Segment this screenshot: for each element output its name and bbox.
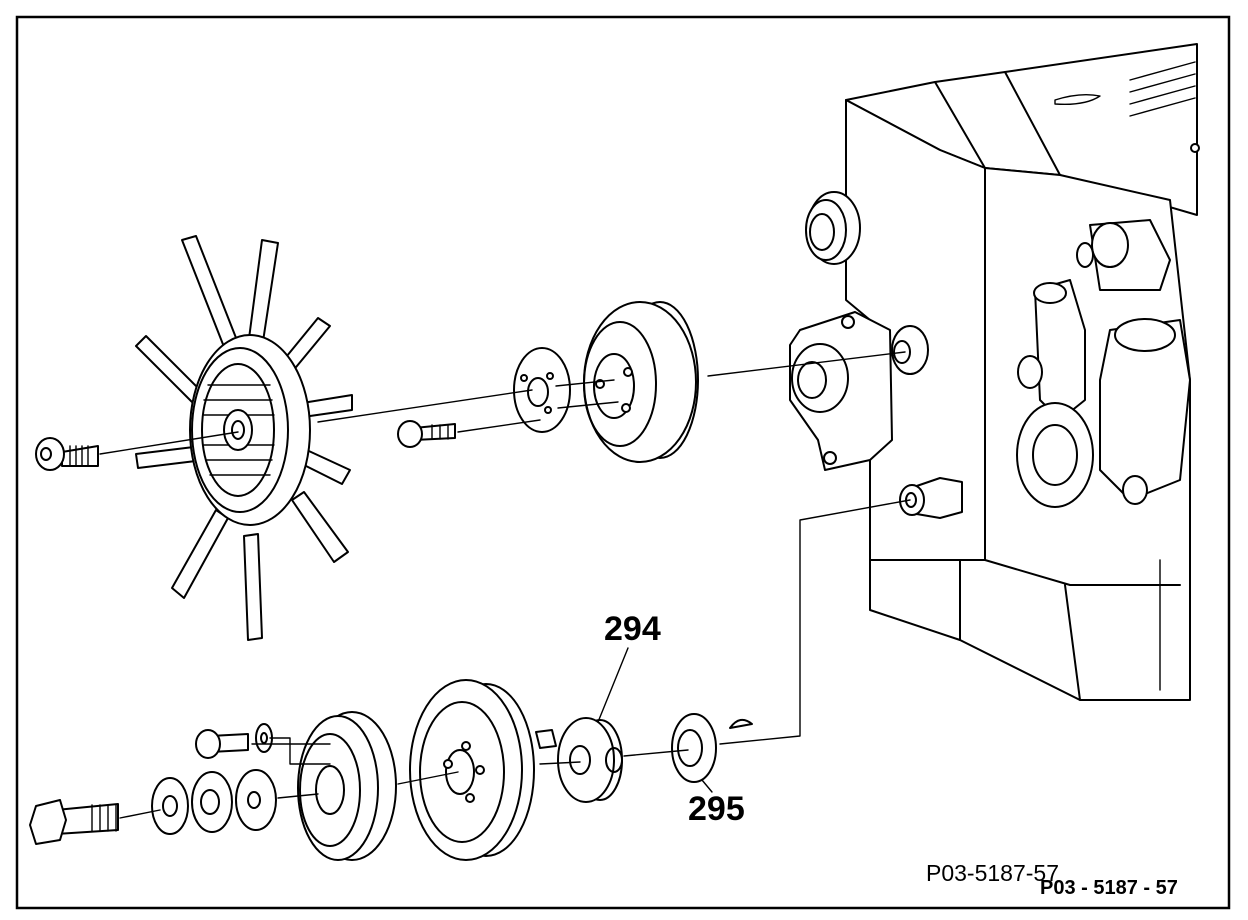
upper-pulley-group <box>397 301 699 463</box>
engine-block <box>789 43 1200 701</box>
lower-pulley-group <box>29 679 753 861</box>
assembly-lines <box>99 351 911 819</box>
callout-295: 295 <box>688 790 745 828</box>
figure-frame <box>15 15 1231 910</box>
reference-number: P03-5187-57 <box>926 860 1059 886</box>
reference-number-bold: P03 - 5187 - 57 <box>1040 877 1178 899</box>
cooling-fan <box>35 235 353 641</box>
callout-294: 294 <box>604 610 661 648</box>
